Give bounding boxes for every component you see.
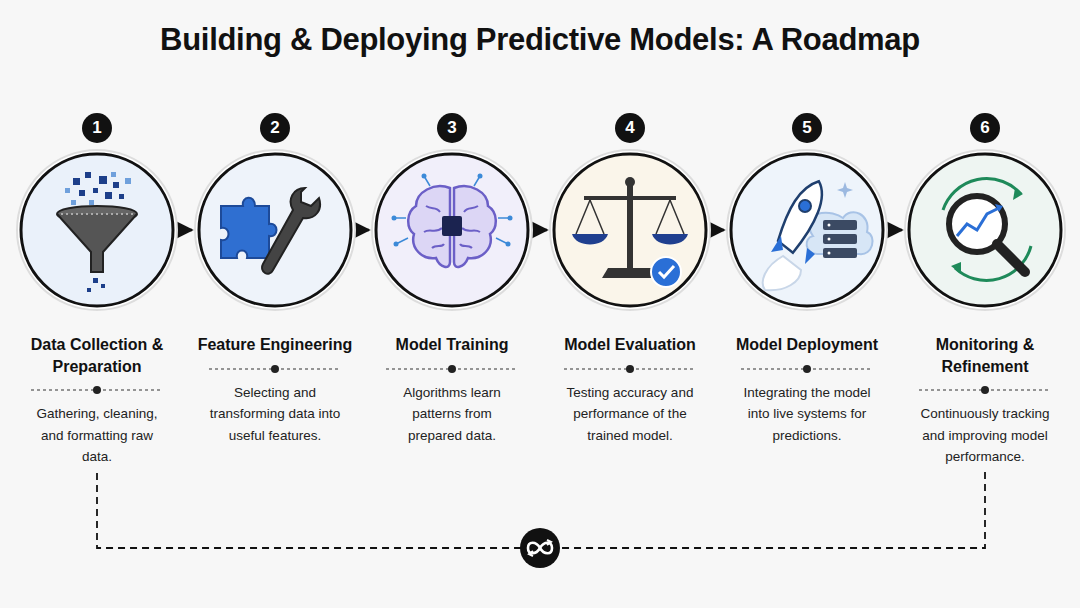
callout-number: 1 [82,113,112,143]
step-heading: Monitoring & Refinement [903,334,1067,377]
callout-number: 3 [437,113,467,143]
step-description: Selecting and transforming data into use… [193,382,357,447]
process-step: Data Collection & PreparationGathering, … [15,148,179,468]
flow-arrow [180,229,192,232]
brain-chip-illustration [370,148,534,312]
dotted-divider [917,385,1053,395]
process-step: Feature EngineeringSelecting and transfo… [193,148,357,446]
callout-number: 4 [615,113,645,143]
dotted-divider [207,364,343,374]
callout-number: 6 [970,113,1000,143]
cycle-icon [518,526,562,570]
process-step: Model TrainingAlgorithms learn patterns … [370,148,534,446]
puzzle-wrench-illustration [193,148,357,312]
process-step: Monitoring & RefinementContinuously trac… [903,148,1067,468]
flow-arrow [535,229,547,232]
scales-illustration [548,148,712,312]
step-description: Integrating the model into live systems … [725,382,889,447]
step-description: Algorithms learn patterns from prepared … [370,382,534,447]
step-heading: Feature Engineering [193,334,357,356]
dotted-divider [29,385,165,395]
step-heading: Model Deployment [725,334,889,356]
rocket-cloud-illustration [725,148,889,312]
magnifier-chart-illustration [903,148,1067,312]
dotted-divider [739,364,875,374]
step-description: Testing accuracy and performance of the … [548,382,712,447]
callout-number: 5 [792,113,822,143]
step-heading: Model Evaluation [548,334,712,356]
callout-number: 2 [260,113,290,143]
flow-arrow [358,229,369,232]
dotted-divider [384,364,520,374]
step-heading: Data Collection & Preparation [15,334,179,377]
funnel-illustration [15,148,179,312]
dotted-divider [562,364,698,374]
diagram-title: Building & Deploying Predictive Models: … [0,22,1080,58]
flow-arrow [713,229,724,232]
process-step: Model EvaluationTesting accuracy and per… [548,148,712,446]
process-step: Model DeploymentIntegrating the model in… [725,148,889,446]
step-description: Gathering, cleaning, and formatting raw … [15,403,179,468]
flow-arrow [890,229,902,232]
step-description: Continuously tracking and improving mode… [903,403,1067,468]
step-heading: Model Training [370,334,534,356]
